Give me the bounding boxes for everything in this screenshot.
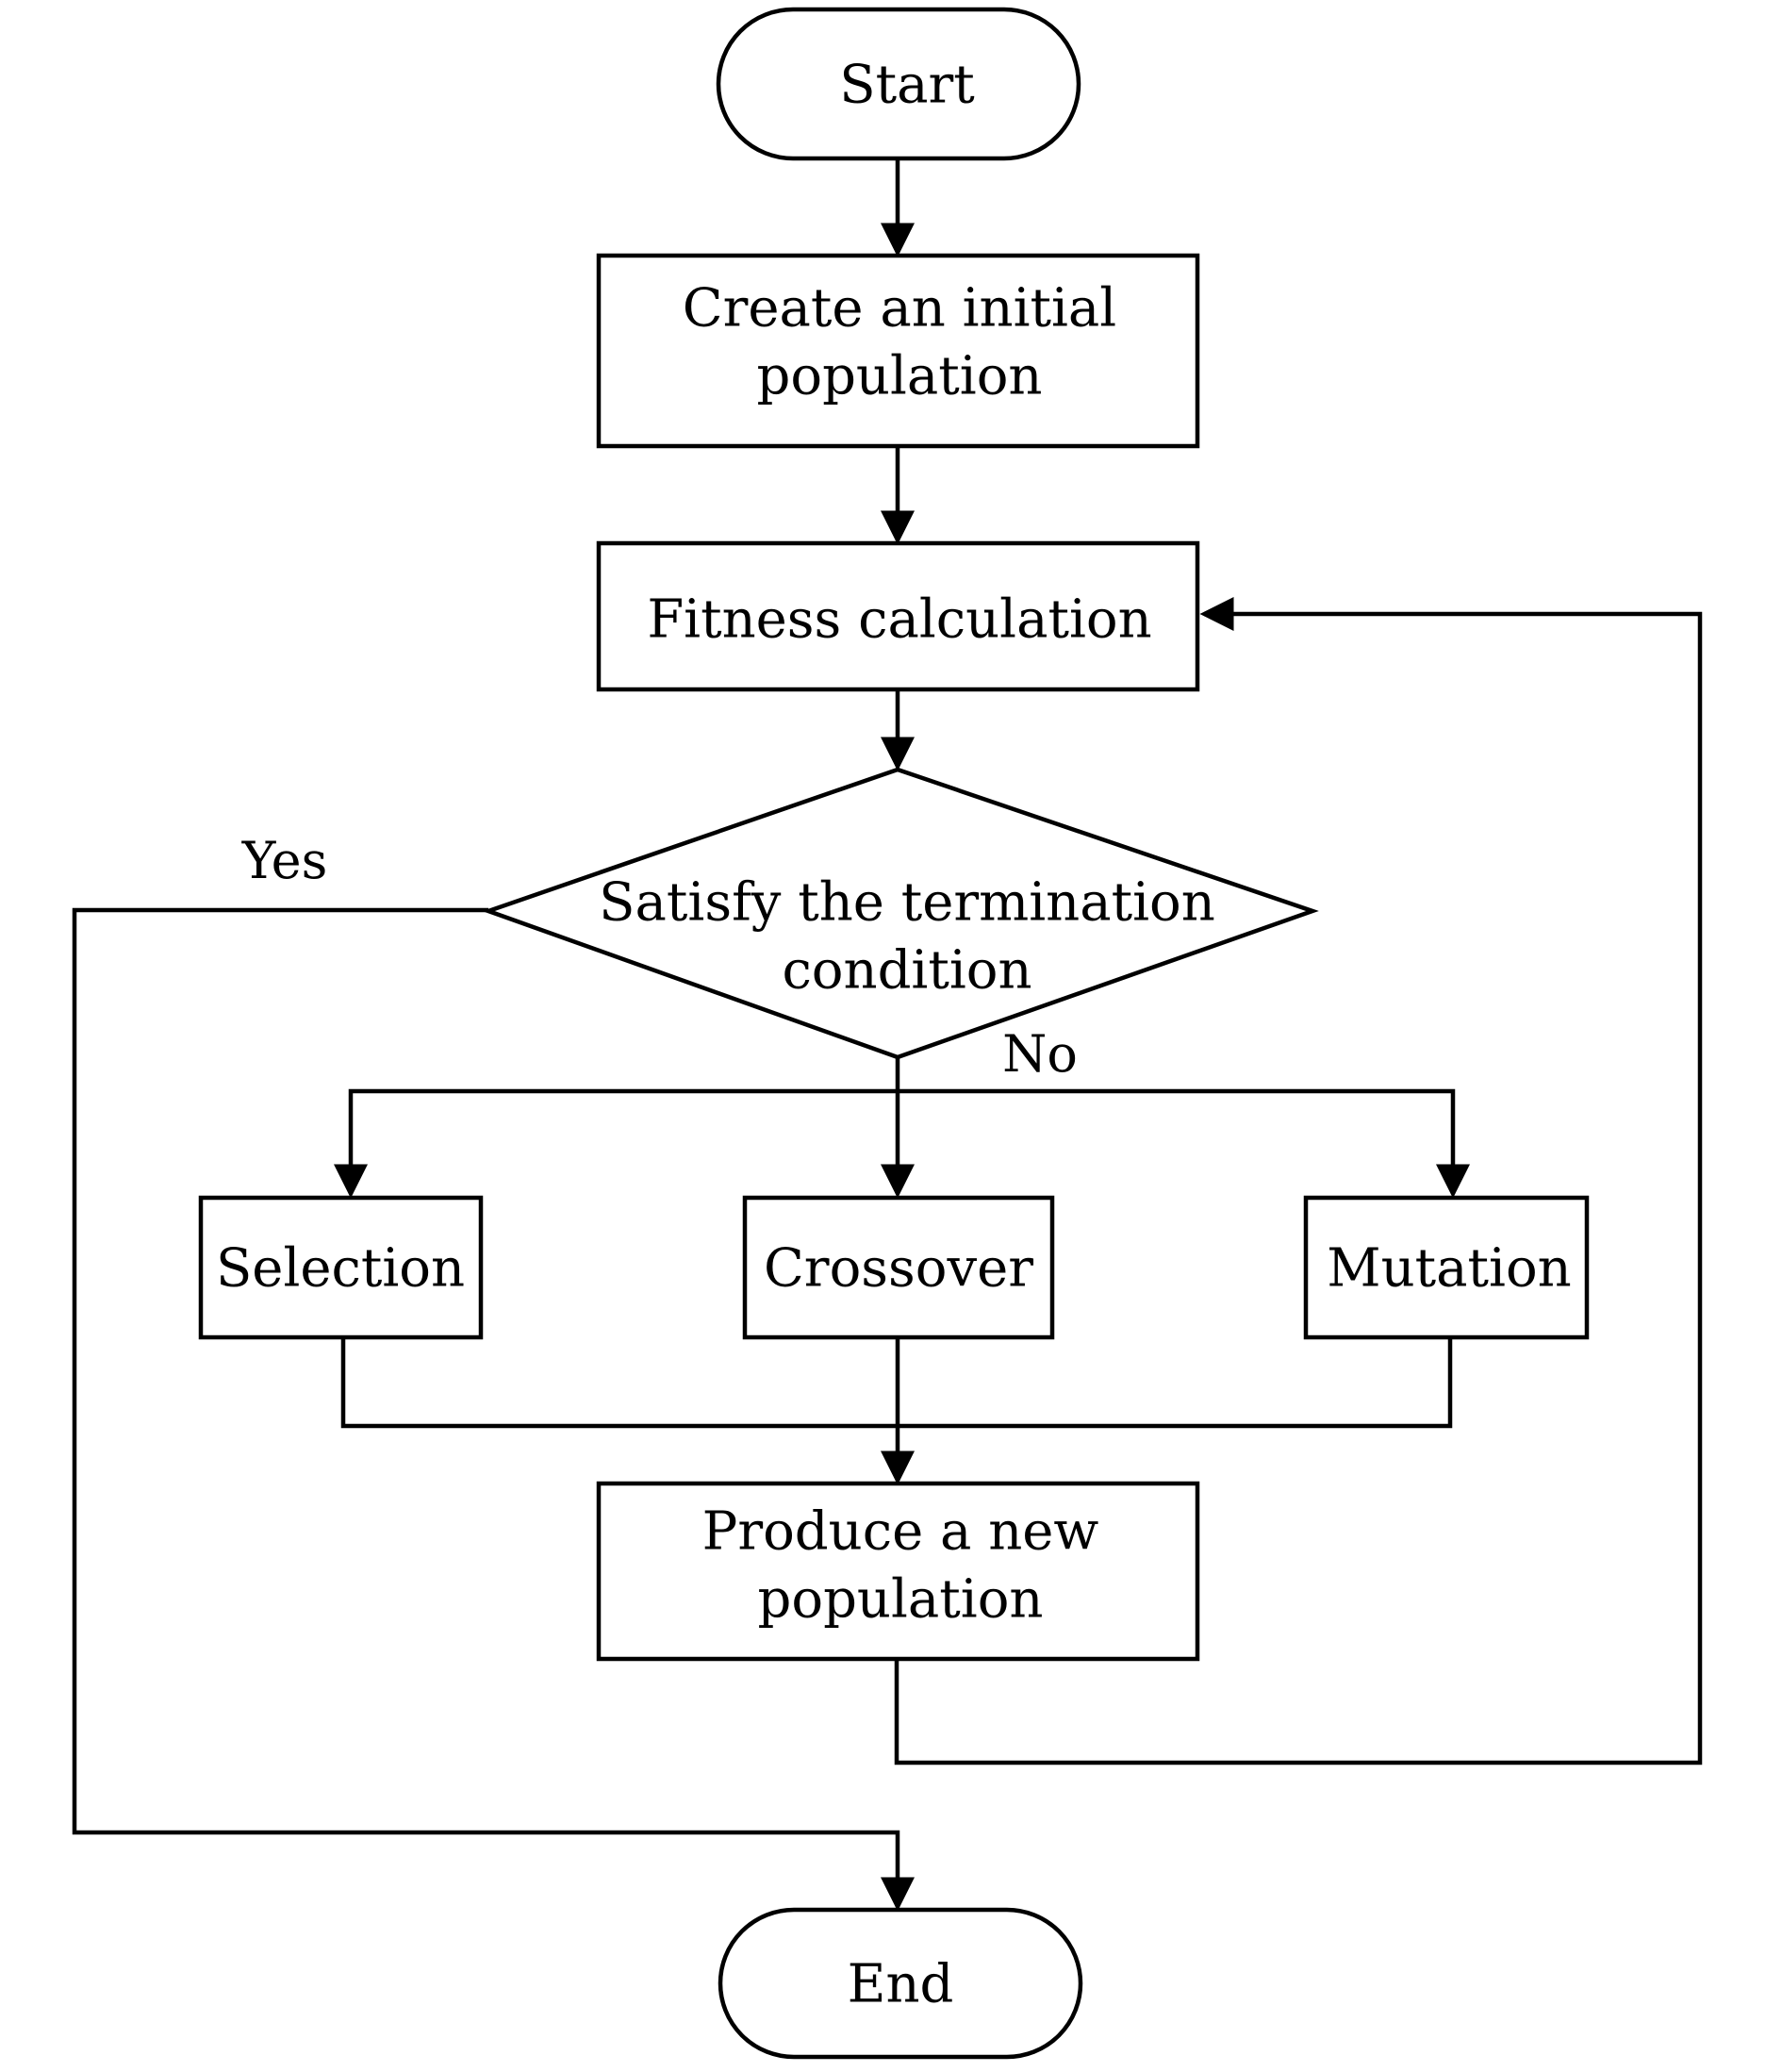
yes-label: Yes xyxy=(241,831,328,890)
edge-produce-loop-to-fitness xyxy=(894,597,1703,1765)
init-node: Create an initial population xyxy=(596,253,1200,449)
decision-label-line2: condition xyxy=(782,940,1031,1002)
crossover-label: Crossover xyxy=(764,1238,1033,1300)
mutation-label: Mutation xyxy=(1327,1238,1572,1300)
init-label-line1: Create an initial xyxy=(683,278,1116,340)
mutation-node: Mutation xyxy=(1303,1195,1590,1340)
produce-label-line1: Produce a new xyxy=(702,1501,1099,1563)
decision-label-line1: Satisfy the termination xyxy=(599,872,1215,934)
produce-label-line2: population xyxy=(758,1569,1044,1631)
start-node: Start xyxy=(716,7,1081,161)
selection-label: Selection xyxy=(216,1238,465,1300)
no-label: No xyxy=(1002,1024,1078,1084)
edge-branch-to-selection xyxy=(334,1088,898,1199)
selection-node: Selection xyxy=(198,1195,484,1340)
init-label-line2: population xyxy=(757,346,1043,407)
edges xyxy=(72,158,1703,1912)
fitness-node: Fitness calculation xyxy=(596,540,1200,692)
fitness-label: Fitness calculation xyxy=(647,589,1151,651)
crossover-node: Crossover xyxy=(742,1195,1055,1340)
start-label: Start xyxy=(839,55,975,116)
edge-decision-yes-to-end xyxy=(72,907,915,1912)
edge-branch-to-mutation xyxy=(898,1088,1470,1199)
produce-node: Produce a new population xyxy=(596,1481,1200,1662)
end-label: End xyxy=(848,1954,954,2015)
end-node: End xyxy=(718,1907,1083,2060)
decision-node: Satisfy the termination condition xyxy=(482,767,1319,1060)
